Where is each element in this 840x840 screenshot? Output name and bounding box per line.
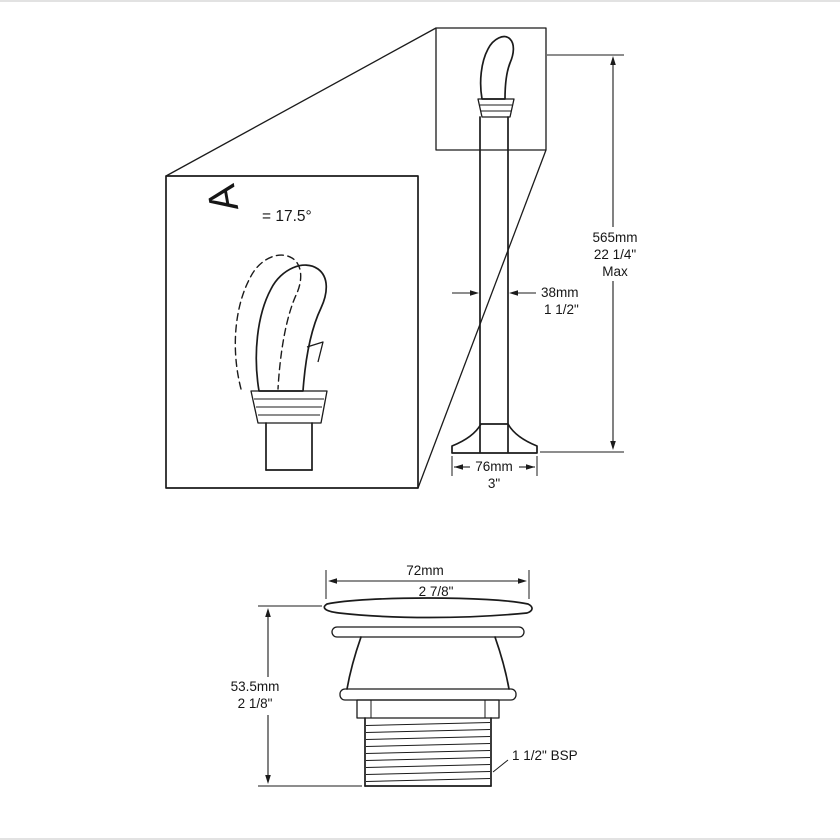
angle-symbol: A [199,181,247,215]
thread-line [365,743,491,747]
frame-border-bottom [0,838,840,840]
mini-spout-collar [477,98,515,118]
spout-collar-outline [250,390,328,424]
drain-thread [364,717,492,787]
detail-view: A = 17.5° [165,175,419,489]
callout-line-bottom [417,149,547,489]
magnified-view [435,27,547,151]
base-width-inch: 3" [488,476,501,491]
thread-line [365,729,491,733]
height-dimension-note: Max [602,264,628,279]
drain-height-inch: 2 1/8" [238,696,273,711]
thread-line [365,778,491,782]
drain-height-mm: 53.5mm [231,679,280,694]
arrow-down-icon [610,441,616,450]
arrow-left-icon [454,464,463,470]
flange-width-dimension: 72mm 2 7/8" [325,563,530,599]
arrow-left-icon [509,290,518,296]
zoom-callout-lines [165,27,547,489]
thread-spec-label: 1 1/2" BSP [512,748,578,763]
dim-text-backing [584,227,646,281]
mini-spout [479,35,515,100]
pipe-width-inch: 1 1/2" [544,302,579,317]
detail-view-box [165,175,419,489]
thread-line [365,771,491,775]
height-dimension-mm: 565mm [592,230,637,245]
thread-line [365,750,491,754]
height-dimension: 565mm 22 1/4" Max [540,54,646,453]
frame-border-top [0,0,840,2]
waste-fitting [323,597,533,787]
arrow-right-icon [470,290,479,296]
thread-line [365,722,491,726]
spout-tailpipe [265,422,313,471]
magnified-view-box [435,27,547,151]
arrow-right-icon [526,464,535,470]
dome-left-edge [346,636,362,690]
callout-line-top [165,27,437,177]
flange-width-inch: 2 7/8" [419,584,454,599]
backnut-body [356,699,500,719]
spout-solid-outline [255,264,328,392]
spout-lip-line [306,341,324,363]
thread-line [365,757,491,761]
arrow-up-icon [610,56,616,65]
pipe-base [451,423,538,454]
thread-spec-callout: 1 1/2" BSP [492,748,578,773]
pipe-width-dimension: 38mm 1 1/2" [452,285,579,317]
drain-washer-top [331,626,525,638]
height-dimension-inch: 22 1/4" [594,247,637,262]
flange-width-mm: 72mm [406,563,444,578]
spout-dashed-outline [234,254,302,390]
drain-flange [323,597,533,619]
standpipe [451,116,538,454]
thread-lines [365,722,491,782]
dim-text-backing [221,677,293,715]
pipe-width-mm: 38mm [541,285,579,300]
arrow-left-icon [328,578,337,584]
angle-value-label: = 17.5° [262,208,312,225]
arrow-down-icon [265,775,271,784]
base-width-dimension: 76mm 3" [451,456,538,491]
dome-right-edge [494,636,510,690]
mini-collar-outline [477,98,515,118]
drain-backnut [356,699,500,719]
thread-line [365,764,491,768]
thread-leader-line [492,759,509,773]
thread-line [365,736,491,740]
arrow-right-icon [518,578,527,584]
drain-height-dimension: 53.5mm 2 1/8" [221,605,362,787]
drain-washer-bottom [339,688,517,701]
spout-collar [250,390,328,424]
base-width-mm: 76mm [475,459,513,474]
arrow-up-icon [265,608,271,617]
drain-dome [346,636,510,690]
